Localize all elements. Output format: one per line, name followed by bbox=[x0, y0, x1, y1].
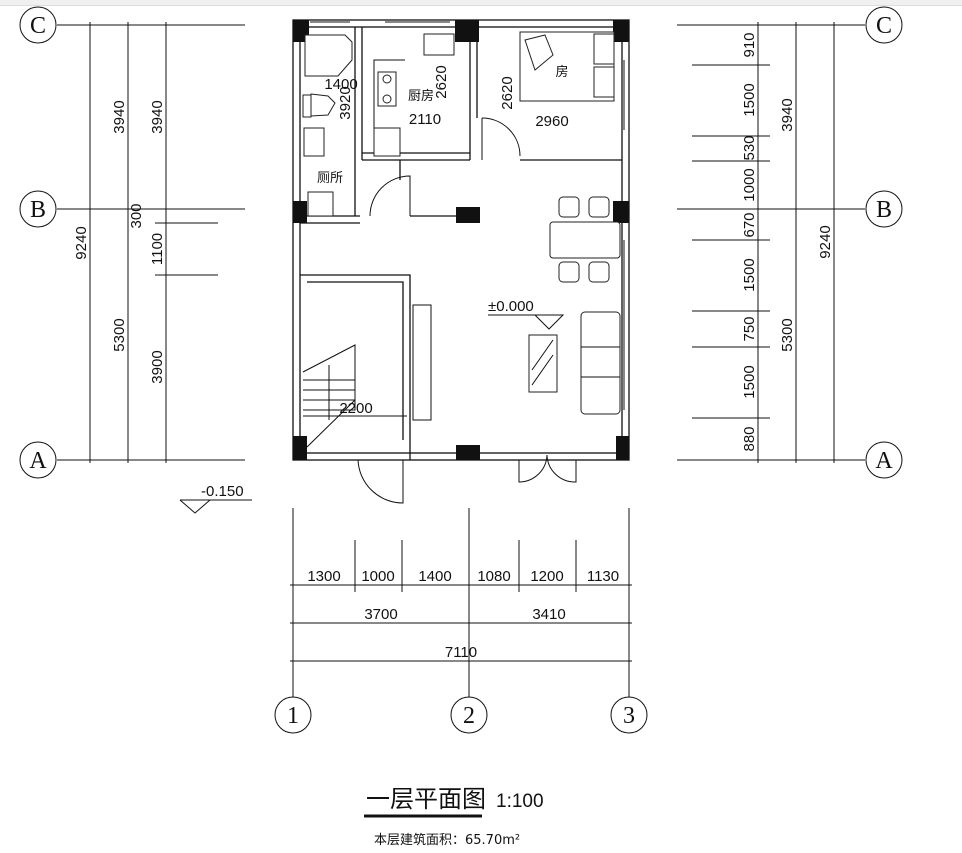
svg-text:530: 530 bbox=[741, 135, 758, 160]
level-mark-outdoor: -0.150 bbox=[179, 483, 252, 514]
svg-text:9240: 9240 bbox=[73, 226, 90, 259]
svg-text:2620: 2620 bbox=[499, 76, 516, 109]
svg-text:2620: 2620 bbox=[433, 65, 450, 98]
svg-text:C: C bbox=[876, 13, 892, 39]
axis-bubble-C-left: C bbox=[19, 6, 57, 44]
svg-text:3700: 3700 bbox=[364, 606, 397, 623]
axis-bubble-3: 3 bbox=[610, 696, 648, 734]
svg-text:B: B bbox=[876, 197, 892, 223]
svg-text:1400: 1400 bbox=[418, 568, 451, 585]
svg-text:2960: 2960 bbox=[535, 113, 568, 130]
svg-text:3410: 3410 bbox=[532, 606, 565, 623]
sofa bbox=[580, 311, 621, 415]
svg-text:1200: 1200 bbox=[530, 568, 563, 585]
left-dimensions: 9240 3940 5300 3940 300 1100 3900 bbox=[73, 100, 166, 383]
svg-text:1300: 1300 bbox=[307, 568, 340, 585]
kitchen-sink bbox=[423, 33, 455, 56]
axis-bubble-1: 1 bbox=[274, 696, 312, 734]
svg-text:880: 880 bbox=[741, 426, 758, 451]
svg-text:3920: 3920 bbox=[337, 86, 354, 119]
svg-text:3: 3 bbox=[623, 703, 635, 729]
svg-text:A: A bbox=[875, 448, 893, 474]
svg-text:3940: 3940 bbox=[779, 98, 796, 131]
room-label-bedroom: 房 bbox=[555, 64, 568, 80]
title-scale: 1:100 bbox=[496, 791, 544, 812]
svg-text:2110: 2110 bbox=[409, 111, 441, 128]
axis-bubble-B-right: B bbox=[865, 190, 903, 228]
bottom-dimensions: 1300 1000 1400 1080 1200 1130 3700 3410 … bbox=[307, 568, 619, 661]
plan-annotations: 1400 3920 2620 2110 2620 2960 2200 厨房 厕所… bbox=[317, 64, 569, 417]
svg-text:1400: 1400 bbox=[324, 76, 357, 93]
shower-tray bbox=[304, 34, 353, 77]
right-dimensions: 910 1500 530 1000 670 1500 750 1500 880 … bbox=[741, 32, 834, 451]
svg-text:1: 1 bbox=[287, 703, 299, 729]
svg-text:7110: 7110 bbox=[445, 644, 477, 661]
room-label-toilet: 厕所 bbox=[317, 171, 343, 186]
svg-text:5300: 5300 bbox=[111, 318, 128, 351]
svg-text:1500: 1500 bbox=[741, 258, 758, 291]
svg-text:±0.000: ±0.000 bbox=[488, 298, 534, 315]
stove bbox=[377, 71, 397, 107]
svg-text:3940: 3940 bbox=[111, 100, 128, 133]
svg-text:3900: 3900 bbox=[149, 350, 166, 383]
dining-table bbox=[549, 221, 621, 259]
svg-text:1130: 1130 bbox=[587, 568, 619, 585]
svg-text:910: 910 bbox=[741, 32, 758, 57]
toilet-fixture bbox=[302, 94, 312, 118]
svg-text:3940: 3940 bbox=[149, 100, 166, 133]
svg-text:1500: 1500 bbox=[741, 365, 758, 398]
svg-text:5300: 5300 bbox=[779, 318, 796, 351]
svg-text:2200: 2200 bbox=[339, 400, 372, 417]
window-top-bar bbox=[0, 0, 962, 6]
svg-text:2: 2 bbox=[463, 703, 475, 729]
axis-bubble-B-left: B bbox=[19, 190, 57, 228]
title-name: 一层平面图 bbox=[366, 785, 486, 813]
svg-text:1100: 1100 bbox=[149, 233, 166, 265]
svg-text:750: 750 bbox=[741, 316, 758, 341]
level-mark-indoor: ±0.000 bbox=[488, 298, 565, 330]
svg-text:C: C bbox=[30, 13, 46, 39]
svg-text:-0.150: -0.150 bbox=[201, 483, 244, 500]
toilet-cabinet bbox=[307, 191, 334, 217]
svg-text:B: B bbox=[30, 197, 46, 223]
axis-bubble-A-left: A bbox=[19, 441, 57, 479]
svg-text:670: 670 bbox=[741, 212, 758, 237]
fridge bbox=[373, 127, 401, 157]
drawing-title: 一层平面图 1:100 本层建筑面积：65.70m² bbox=[364, 785, 544, 848]
axis-bubble-A-right: A bbox=[865, 441, 903, 479]
washbasin bbox=[303, 127, 325, 157]
axis-bubble-C-right: C bbox=[865, 6, 903, 44]
svg-text:1080: 1080 bbox=[477, 568, 510, 585]
furniture bbox=[302, 31, 621, 448]
room-label-kitchen: 厨房 bbox=[408, 88, 434, 104]
svg-text:1500: 1500 bbox=[741, 83, 758, 116]
floor-area: 本层建筑面积：65.70m² bbox=[374, 832, 520, 848]
grid-lines bbox=[57, 22, 865, 697]
svg-text:9240: 9240 bbox=[817, 225, 834, 258]
svg-text:300: 300 bbox=[128, 203, 145, 228]
axis-bubble-2: 2 bbox=[450, 696, 488, 734]
svg-text:1000: 1000 bbox=[361, 568, 394, 585]
svg-text:1000: 1000 bbox=[741, 168, 758, 201]
svg-text:A: A bbox=[29, 448, 47, 474]
